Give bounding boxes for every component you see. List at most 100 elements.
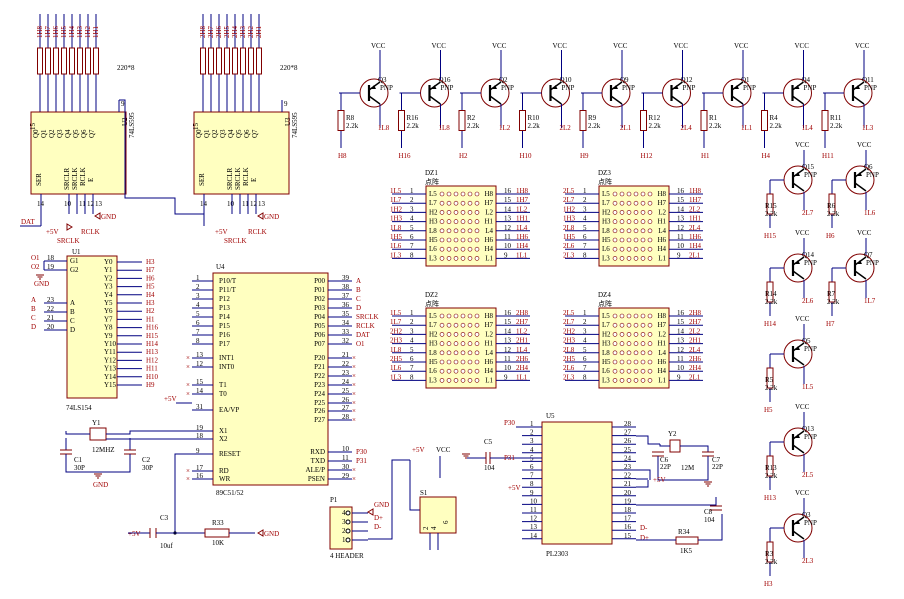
pin-label: L7: [429, 321, 437, 329]
pin-number: 13: [677, 215, 685, 223]
pin-number: 11: [677, 355, 684, 363]
pin-label: X2: [219, 435, 228, 443]
pin-number: 9: [504, 373, 508, 381]
emitter-arrow: [371, 85, 376, 89]
pin-number: 12: [87, 200, 95, 208]
led-dot: [460, 256, 466, 261]
pin-number: 6: [196, 319, 200, 327]
pin-number: 12: [677, 346, 685, 354]
pin-label: L6: [602, 245, 610, 253]
pin-label: C: [70, 317, 75, 325]
led-dot: [474, 237, 480, 243]
pin-number: 28: [624, 420, 632, 428]
led-dot: [439, 359, 445, 365]
led-dot: [612, 341, 618, 346]
transistor-type: PNP: [866, 171, 879, 179]
pin-label: H7: [484, 199, 493, 207]
led-dot: [439, 200, 445, 206]
no-connect: ×: [352, 390, 356, 398]
usb-serial-u5: [541, 421, 613, 545]
xtal-wire: [65, 431, 90, 435]
led-dot: [446, 368, 452, 374]
led-dot: [453, 313, 459, 319]
led-dot: [453, 191, 459, 197]
led-dot: [647, 359, 653, 365]
resistor-value: 10K: [212, 539, 224, 547]
led-dot: [619, 332, 625, 337]
net-label: 2H8: [689, 309, 702, 317]
pin-label: RESET: [219, 450, 241, 458]
net-label: H6: [826, 232, 835, 240]
vcc-label: VCC: [553, 42, 568, 50]
crystal-ref: Y2: [668, 430, 677, 438]
led-dot: [619, 368, 625, 374]
led-dot: [612, 200, 618, 206]
led-dot: [619, 256, 625, 261]
pnp-transistor: [359, 78, 389, 108]
pin-label: Q7: [88, 129, 96, 138]
transistor-type: PNP: [804, 259, 817, 267]
pin-label: P20: [314, 354, 325, 362]
gnd-label: GND: [374, 501, 389, 509]
led-dot: [460, 237, 466, 243]
net-label: 2L7: [802, 209, 814, 217]
net-label: 2H5: [563, 355, 576, 363]
resistor-body: [761, 110, 768, 131]
pin-label: H1: [657, 340, 666, 348]
led-dot: [453, 228, 459, 234]
resistor-value: 2.2k: [346, 122, 359, 130]
transistor-ref: Q5: [802, 337, 811, 345]
led-dot: [439, 246, 445, 252]
pin-label: P13: [219, 304, 230, 312]
dat-label: DAT: [21, 218, 35, 226]
plus5-label: +5V: [128, 530, 141, 538]
net-label: 2L1: [689, 373, 701, 381]
pin-label: EA/VP: [219, 406, 239, 414]
pin-label: H7: [657, 321, 666, 329]
switch-ref: S1: [420, 489, 428, 497]
transistor-ref: Q13: [802, 425, 815, 433]
no-connect: ×: [186, 354, 190, 362]
pin-label: Q2: [211, 129, 219, 138]
chip-part: PL2303: [546, 550, 569, 558]
emitter-arrow: [855, 85, 860, 89]
pin-number: 17: [196, 464, 204, 472]
pin-label: L3: [602, 376, 610, 384]
pin-label: H7: [657, 199, 666, 207]
transistor-type: PNP: [743, 84, 756, 92]
resistor-body: [45, 47, 51, 75]
led-dot: [474, 228, 480, 234]
net-label: H13: [146, 348, 159, 356]
net-label: 2L6: [563, 242, 575, 250]
pin-number: 18: [47, 254, 55, 262]
pin-number: 10: [227, 200, 235, 208]
pin-label: G2: [70, 266, 79, 274]
net-label: 2L5: [563, 187, 575, 195]
led-dot: [474, 332, 480, 337]
pin-number: 31: [196, 403, 204, 411]
pin-label: H3: [602, 218, 611, 226]
pin-label: L8: [429, 227, 437, 235]
net-label: 1H4: [68, 25, 76, 38]
pin-number: 33: [342, 328, 350, 336]
net-label: 2H1: [516, 337, 529, 345]
net-label: 2L2: [689, 205, 701, 213]
no-connect: ×: [186, 467, 190, 475]
pin-number: 6: [583, 233, 587, 241]
crystal-value: 12M: [681, 464, 695, 472]
pin-label: P11/T: [219, 286, 237, 294]
resistor-value: 2.2k: [830, 122, 843, 130]
pin-number: 13: [196, 351, 204, 359]
pin-label: L6: [429, 367, 437, 375]
resistor-ref: R2: [467, 114, 476, 122]
pin-number: 16: [677, 309, 685, 317]
no-connect: ×: [352, 416, 356, 424]
resistor-body: [53, 47, 59, 75]
pin-number: 4: [530, 446, 534, 454]
pin-number: 21: [47, 314, 55, 322]
cascade-wire: [119, 99, 204, 215]
net-label: H14: [146, 340, 159, 348]
transistor-ref: Q6: [864, 163, 873, 171]
net-label: 1L7: [390, 196, 402, 204]
resistor-body: [579, 110, 587, 131]
